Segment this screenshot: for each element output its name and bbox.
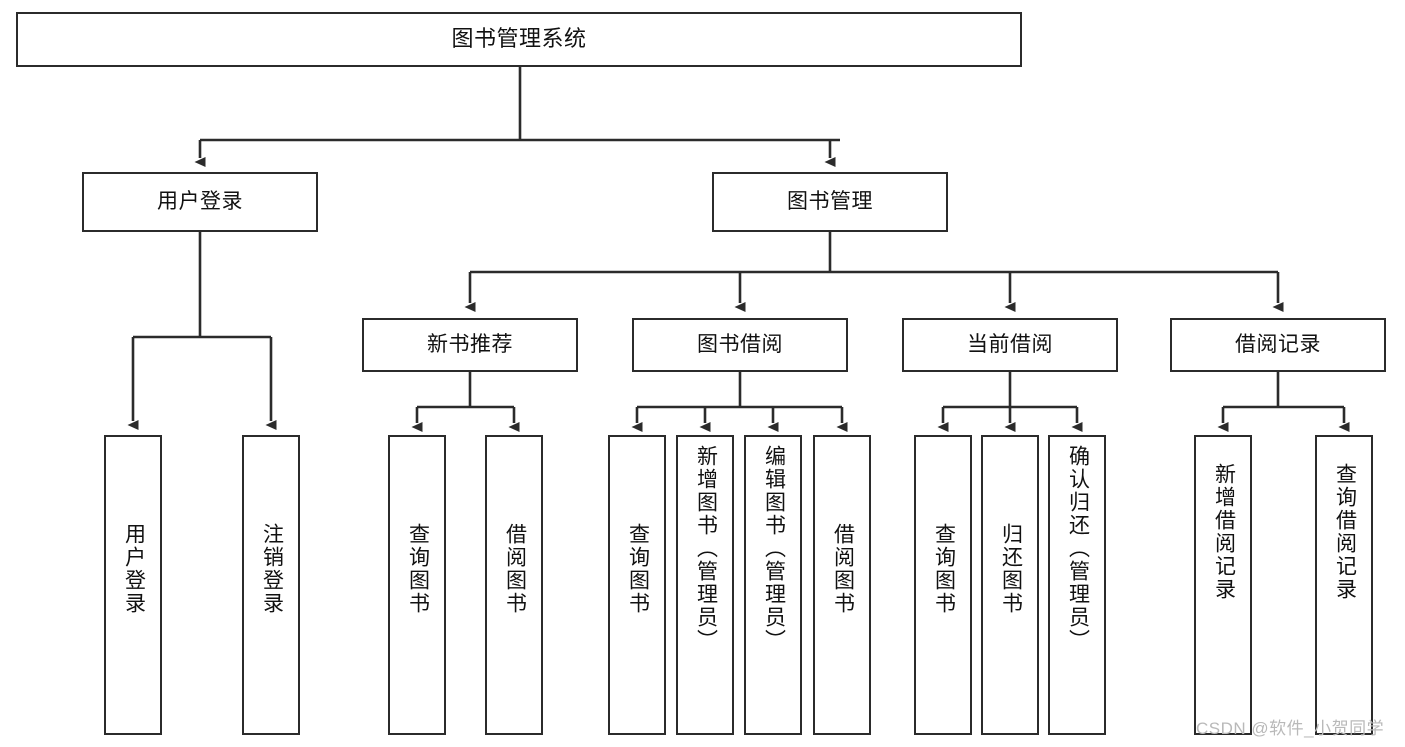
leaf-current-query-book-label: 查询图书 [932,523,956,615]
leaf-current-confirm-return[interactable]: 确认归还（管理员） [1048,435,1106,735]
leaf-user-logout-label: 注销登录 [260,523,284,615]
leaf-current-query-book[interactable]: 查询图书 [914,435,972,735]
node-new-book-recommend-label: 新书推荐 [427,333,513,357]
node-borrow-record[interactable]: 借阅记录 [1170,318,1386,372]
node-current-borrow-label: 当前借阅 [967,333,1053,357]
node-book-borrow[interactable]: 图书借阅 [632,318,848,372]
node-borrow-record-label: 借阅记录 [1235,333,1321,357]
leaf-borrow-query-book[interactable]: 查询图书 [608,435,666,735]
leaf-current-confirm-return-label: 确认归还（管理员） [1066,445,1090,652]
node-user-login-label: 用户登录 [157,190,243,214]
node-user-login[interactable]: 用户登录 [82,172,318,232]
node-book-borrow-label: 图书借阅 [697,333,783,357]
node-new-book-recommend[interactable]: 新书推荐 [362,318,578,372]
leaf-borrow-edit-book-label: 编辑图书（管理员） [762,445,786,652]
leaf-borrow-lend-book-label: 借阅图书 [831,523,855,615]
leaf-record-add-label: 新增借阅记录 [1212,463,1236,601]
leaf-recommend-query-book-label: 查询图书 [406,523,430,615]
leaf-user-login-label: 用户登录 [122,523,146,615]
leaf-borrow-lend-book[interactable]: 借阅图书 [813,435,871,735]
leaf-current-return-book-label: 归还图书 [999,523,1023,615]
leaf-borrow-add-book[interactable]: 新增图书（管理员） [676,435,734,735]
leaf-record-query[interactable]: 查询借阅记录 [1315,435,1373,735]
leaf-borrow-add-book-label: 新增图书（管理员） [694,445,718,652]
leaf-recommend-query-book[interactable]: 查询图书 [388,435,446,735]
leaf-recommend-borrow-book[interactable]: 借阅图书 [485,435,543,735]
node-root[interactable]: 图书管理系统 [16,12,1022,67]
leaf-user-login[interactable]: 用户登录 [104,435,162,735]
node-root-label: 图书管理系统 [451,26,587,52]
node-book-manage[interactable]: 图书管理 [712,172,948,232]
leaf-recommend-borrow-book-label: 借阅图书 [503,523,527,615]
leaf-record-query-label: 查询借阅记录 [1333,463,1357,601]
watermark: CSDN @软件_小贺同学 [1196,719,1385,738]
leaf-borrow-query-book-label: 查询图书 [626,523,650,615]
leaf-borrow-edit-book[interactable]: 编辑图书（管理员） [744,435,802,735]
leaf-user-logout[interactable]: 注销登录 [242,435,300,735]
node-current-borrow[interactable]: 当前借阅 [902,318,1118,372]
node-book-manage-label: 图书管理 [787,190,873,214]
leaf-record-add[interactable]: 新增借阅记录 [1194,435,1252,735]
leaf-current-return-book[interactable]: 归还图书 [981,435,1039,735]
